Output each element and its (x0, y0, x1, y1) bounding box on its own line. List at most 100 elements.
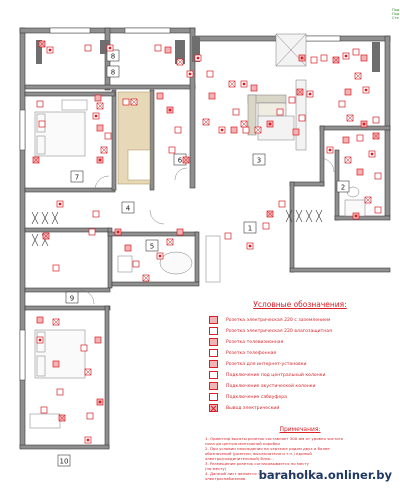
electrical-symbol (242, 126, 250, 134)
pillars (36, 36, 380, 72)
electrical-symbol (40, 406, 48, 414)
electrical-symbol (228, 80, 236, 88)
electrical-symbol (84, 44, 92, 52)
room-number-text: 7 (75, 174, 79, 182)
electrical-symbol (246, 242, 254, 250)
furniture (29, 33, 366, 429)
notes-title: Примечания: (279, 426, 321, 433)
electrical-symbol (240, 80, 248, 88)
electrical-symbol (360, 54, 368, 62)
electrical-symbol (288, 96, 296, 104)
electrical-symbol (338, 100, 346, 108)
note-line: электро(соединительный) блок... (205, 456, 274, 461)
room-number: 4 (121, 201, 135, 214)
electrical-symbol (374, 172, 382, 180)
electrical-symbol (332, 56, 340, 64)
electrical-symbol (320, 54, 328, 62)
electrical-symbol (156, 252, 164, 260)
note-line: обозначений (розетки, выключатели и т.п.… (205, 451, 312, 456)
electrical-symbol (374, 206, 382, 214)
electrical-symbol (52, 360, 60, 368)
watermark: baraholka.onliner.by (258, 468, 392, 482)
electrical-symbol (84, 368, 92, 376)
room-number: 5 (145, 239, 159, 252)
windows (19, 27, 341, 381)
room-number: 8 (106, 65, 120, 78)
legend: Условные обозначения: Розетка электричес… (205, 300, 395, 414)
tv-socket-icon (209, 338, 218, 346)
electrical-symbol (250, 84, 258, 92)
note-line: 2. При условии нахождения на чертеже ряд… (205, 446, 330, 451)
electrical-symbol (52, 318, 60, 326)
electrical-symbol (80, 344, 88, 352)
room-number-text: 1 (248, 225, 252, 233)
electrical-symbol (156, 92, 164, 100)
electrical-symbol (356, 168, 364, 176)
electrical-symbol (114, 228, 122, 236)
electrical-symbol (106, 44, 114, 52)
electrical-symbol (168, 146, 176, 154)
electrical-symbol (230, 126, 238, 134)
electrical-symbol (262, 222, 270, 230)
electrical-symbol (240, 120, 248, 128)
electrical-symbol (362, 86, 370, 94)
electrical-symbol (36, 100, 44, 108)
legend-item: Розетка для интернет-установки (205, 359, 395, 369)
electrical-symbol (96, 102, 104, 110)
legend-item: Подключение под центральный колонки (205, 370, 395, 380)
electrical-symbol (32, 156, 40, 164)
legend-item-label: Подключение сабвуфера (226, 394, 287, 400)
room-number: 1 (243, 221, 257, 234)
electrical-symbol (310, 56, 318, 64)
electrical-symbol (94, 94, 102, 102)
legend-item-label: Розетка телевизионная (226, 339, 284, 345)
phone-socket-icon (209, 349, 218, 357)
electrical-symbol (356, 134, 364, 142)
legend-item: Подключение акустической колонки (205, 381, 395, 391)
wardrobes (31, 209, 323, 247)
legend-title: Условные обозначения: (253, 300, 347, 309)
electrical-symbol (38, 120, 46, 128)
room-number-text: 4 (126, 205, 131, 213)
electrical-symbol (344, 156, 352, 164)
electrical-symbol (206, 70, 214, 78)
legend-item-label: Розетка телефонная (226, 350, 277, 356)
room-number-text: 9 (70, 295, 74, 303)
electrical-symbol (266, 210, 274, 218)
side-note: Под Под Сте (392, 8, 400, 20)
electrical-symbol (218, 126, 226, 134)
notes: Примечания: 1. Ориентир высоты розеток с… (205, 426, 395, 481)
center-speaker-icon (209, 371, 218, 379)
electrical-symbol (360, 120, 368, 128)
electrical-symbol (344, 88, 352, 96)
electrical-symbol (176, 58, 184, 66)
room-number-text: 2 (341, 184, 345, 192)
internet-socket-icon (209, 360, 218, 368)
electrical-symbol (92, 112, 100, 120)
electrical-symbol (96, 156, 104, 164)
electrical-symbol (186, 70, 194, 78)
electrical-symbol (372, 132, 380, 140)
electrical-symbol (104, 132, 112, 140)
legend-item: Вывод электрический (205, 403, 395, 413)
electrical-symbol (208, 92, 216, 100)
electrical-symbol (86, 412, 94, 420)
electric-outlet-icon (209, 404, 218, 412)
electrical-symbol (166, 106, 174, 114)
subwoofer-icon (209, 393, 218, 401)
electrical-symbol (174, 126, 182, 134)
electrical-symbol (254, 126, 262, 134)
room-number-text: 8 (111, 69, 115, 77)
electrical-symbol (56, 200, 64, 208)
room-number: 10 (57, 454, 71, 467)
electrical-symbol (182, 156, 190, 164)
electrical-symbol (142, 274, 150, 282)
legend-item: Розетка электрическая 220 влагозащитная (205, 326, 395, 336)
legend-item-label: Розетка для интернет-установки (226, 361, 307, 367)
electrical-symbol (352, 212, 360, 220)
electrical-symbol (38, 40, 46, 48)
electrical-symbol (122, 98, 130, 106)
electrical-symbol (224, 232, 232, 240)
legend-item: Розетка телевизионная (205, 337, 395, 347)
